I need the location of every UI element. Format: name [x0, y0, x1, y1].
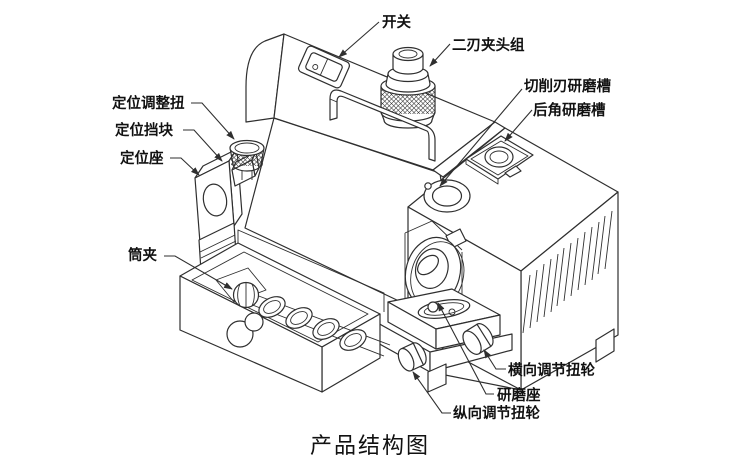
collet-drawer — [179, 242, 391, 393]
label-pos-block: 定位挡块 — [115, 121, 173, 139]
carry-handle — [329, 89, 436, 162]
drawer-opening-edges — [237, 229, 385, 312]
vertical-adjust-wheel — [397, 342, 427, 372]
leader-relief-slot — [504, 109, 533, 142]
knurled-collet — [232, 281, 260, 309]
relief-grinding-slot-plate — [465, 135, 534, 185]
part-labels: 开关 二刃夹头组 切削刃研磨槽 后角研磨槽 定位调整扭 定位挡块 定位座 筒夹 … — [112, 13, 611, 422]
leader-switch — [338, 21, 380, 58]
leader-vert-wheel — [412, 371, 451, 414]
drawer-knob — [226, 312, 264, 348]
grinding-head — [404, 220, 467, 333]
deck-step — [432, 121, 506, 178]
leader-pos-block — [183, 129, 223, 162]
figure-title: 产品结构图 — [310, 434, 430, 459]
cutting-edge-grinding-slot — [423, 179, 471, 213]
vent-slats — [522, 210, 613, 334]
leader-cutting-slot — [439, 88, 523, 187]
label-chuck: 二刃夹头组 — [452, 36, 525, 54]
label-pos-seat: 定位座 — [120, 149, 164, 167]
leader-chuck — [429, 43, 451, 67]
label-grind-seat: 研磨座 — [497, 386, 541, 404]
label-relief-slot: 后角研磨槽 — [533, 101, 606, 119]
leader-collet — [164, 255, 233, 290]
power-switch — [297, 45, 351, 89]
label-switch: 开关 — [382, 13, 411, 31]
leader-pos-seat — [170, 157, 200, 176]
horizontal-adjust-wheel — [462, 323, 494, 355]
leader-pos-knob — [191, 102, 235, 140]
right-foot — [595, 328, 615, 363]
leader-lines — [164, 21, 533, 414]
positioning-adjust-knob — [229, 139, 265, 180]
collet-rings — [258, 296, 367, 351]
label-pos-knob: 定位调整扭 — [112, 94, 185, 112]
label-vert-wheel: 纵向调节扭轮 — [453, 404, 540, 422]
left-wedge-face — [245, 33, 285, 123]
label-collet: 筒夹 — [128, 246, 157, 264]
leader-horiz-wheel — [483, 349, 506, 370]
leader-grind-seat — [437, 302, 494, 395]
two-flute-chuck-assembly — [380, 46, 436, 129]
label-horiz-wheel: 横向调节扭轮 — [508, 361, 595, 379]
label-cutting-slot: 切削刃研磨槽 — [524, 77, 611, 95]
